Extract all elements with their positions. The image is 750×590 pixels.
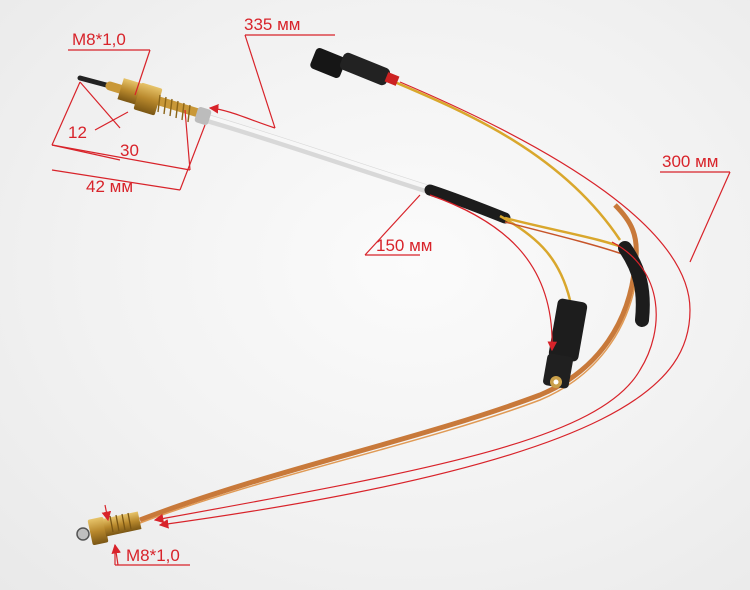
dim-150-label: 150 мм — [376, 236, 433, 255]
dimension-lines — [51, 34, 731, 566]
top-connector — [310, 48, 400, 86]
dim-30-label: 30 — [120, 141, 139, 160]
white-cable — [203, 113, 432, 195]
dim-300-label: 300 мм — [662, 152, 719, 171]
bottom-thread-label: M8*1,0 — [126, 546, 180, 565]
right-sleeve — [618, 241, 650, 327]
dim-335-label: 335 мм — [244, 15, 301, 34]
dim-12-label: 12 — [68, 123, 87, 142]
top-thread-label: M8*1,0 — [72, 30, 126, 49]
middle-connector — [543, 298, 588, 389]
black-sleeve — [424, 184, 511, 224]
bottom-fitting — [76, 511, 142, 546]
top-probe — [77, 75, 212, 125]
copper-wire — [139, 203, 639, 524]
dim-42-label: 42 мм — [86, 177, 134, 196]
yellow-wires — [389, 78, 631, 301]
